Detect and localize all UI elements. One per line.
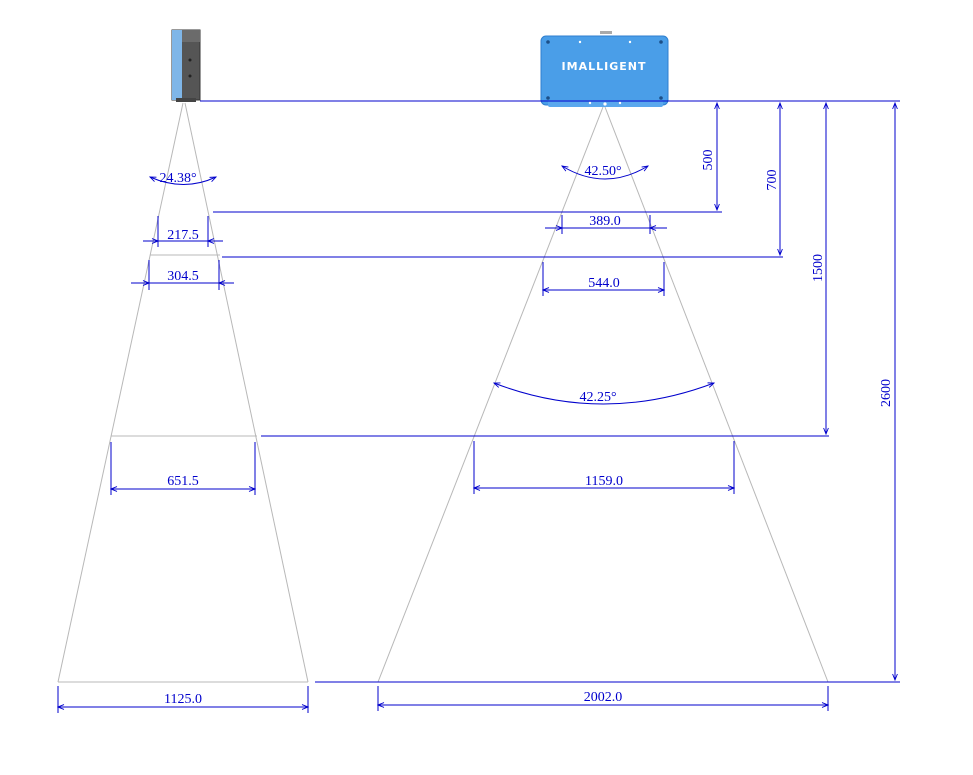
right-sensor-device: IMALLIGENT [540,31,669,107]
left-width-dim-700: 304.5 [131,260,234,290]
left-width-label-500: 217.5 [167,228,199,243]
distance-label-1500: 1500 [811,254,826,282]
right-angle-near-label: 42.50° [584,164,621,179]
distance-label-700: 700 [765,170,780,191]
distance-label-2600: 2600 [879,379,894,407]
brand-logo-text: IMALLIGENT [562,60,647,73]
left-angle-label: 24.38° [159,171,196,186]
left-width-label-700: 304.5 [167,269,199,284]
distance-dim-700: 700 [765,103,780,255]
right-width-dim-700: 544.0 [543,262,664,296]
right-width-label-2600: 2002.0 [584,690,623,705]
distance-label-500: 500 [701,150,716,171]
right-width-dim-1500: 1159.0 [474,441,734,494]
left-fov-cone [57,102,309,683]
left-angle-dim: 24.38° [150,171,216,186]
right-angle-near-dim: 42.50° [562,164,648,180]
left-width-dim-2600: 1125.0 [58,686,308,713]
distance-dim-500: 500 [701,103,717,210]
right-angle-far-dim: 42.25° [494,383,714,405]
distance-dim-1500: 1500 [811,103,826,434]
left-width-label-2600: 1125.0 [164,692,202,707]
right-width-label-500: 389.0 [589,214,621,229]
left-width-label-1500: 651.5 [167,474,199,489]
left-sensor-device [171,29,201,102]
left-width-dim-500: 217.5 [143,216,223,247]
left-width-dim-1500: 651.5 [111,442,255,495]
distance-dim-2600: 2600 [879,103,895,680]
right-width-dim-2600: 2002.0 [378,686,828,711]
right-width-label-700: 544.0 [588,276,620,291]
right-angle-far-label: 42.25° [579,390,616,405]
right-width-dim-500: 389.0 [545,214,667,234]
right-width-label-1500: 1159.0 [585,474,623,489]
